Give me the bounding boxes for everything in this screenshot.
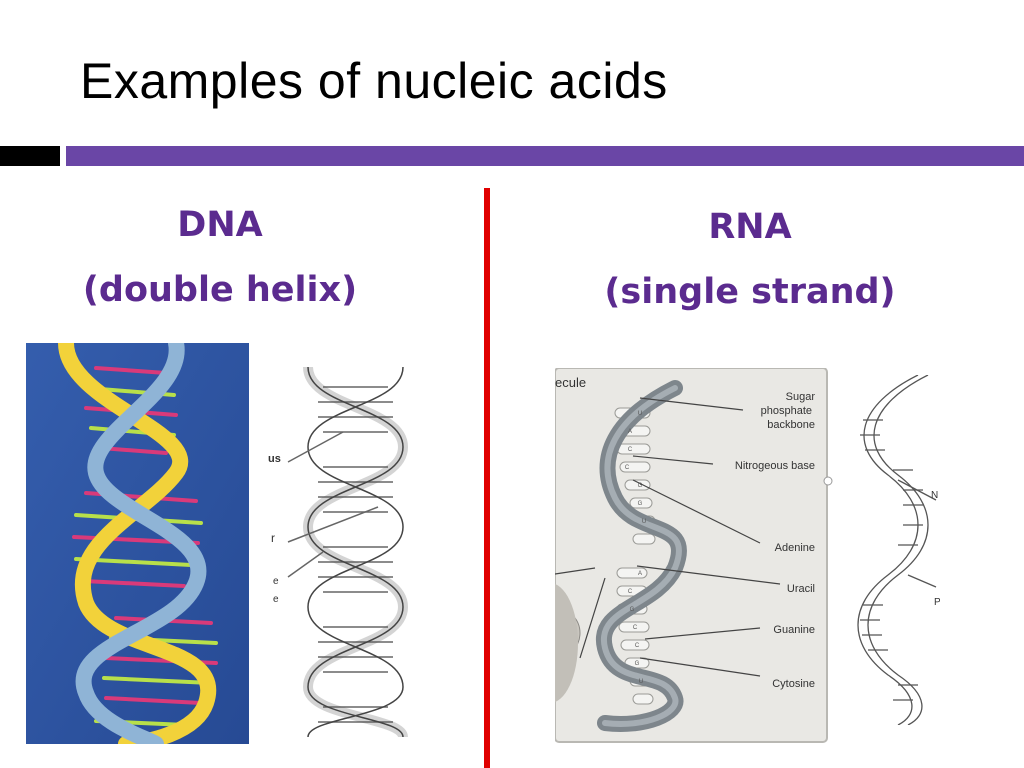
rna-leader-lines [555,397,781,677]
label-guanine: Guanine [773,624,815,636]
label-cytosine: Cytosine [772,678,815,690]
rna-molecule-diagram: ecule U A C C G G U A C G C C G U [555,368,828,743]
base-letter: C [628,447,633,453]
resize-handle [823,476,833,486]
base-letter: C [633,625,638,631]
base-letter: C [635,643,640,649]
rna-subheading: (single strand) [604,272,896,312]
dna-rungs [318,386,393,723]
dna-label-fragment-3: e [273,576,279,587]
rna-sketch-label-p: P [934,597,940,608]
title-bar-purple [66,146,1024,166]
label-adenine: Adenine [775,542,815,554]
title-bar-black-block [0,146,60,166]
base-letter: A [628,429,632,435]
rna-helix-sketch: N P [838,375,940,725]
rna-heading: RNA [708,207,792,247]
base-letter: A [638,571,642,577]
label-uracil: Uracil [787,583,815,595]
base-letter: G [635,661,640,667]
label-phosphate: phosphate [761,405,812,417]
label-sugar: Sugar [786,391,816,403]
dna-heading: DNA [177,205,263,245]
slide-title: Examples of nucleic acids [80,53,668,109]
dna-label-fragment-1: us [268,453,281,465]
base-letter: U [642,519,646,525]
base-letter: U [639,679,643,685]
rna-caption-fragment: ecule [555,375,586,390]
base-letter: U [638,411,642,417]
base-letter: G [638,501,643,507]
label-nitrogeous-base: Nitrogeous base [735,460,815,472]
dna-model-photo [26,343,249,744]
dna-subheading: (double helix) [82,270,358,310]
base-letter: G [638,483,643,489]
base-letter: G [630,607,635,613]
base-letter: C [625,465,630,471]
label-backbone: backbone [767,419,815,431]
dna-helix-diagram: us r e e [268,367,413,737]
base-letter: C [628,589,633,595]
dna-label-fragment-2: r [271,531,275,545]
dna-label-fragment-4: e [273,594,279,605]
rna-sketch-label-n: N [931,490,938,501]
column-divider [484,188,490,768]
